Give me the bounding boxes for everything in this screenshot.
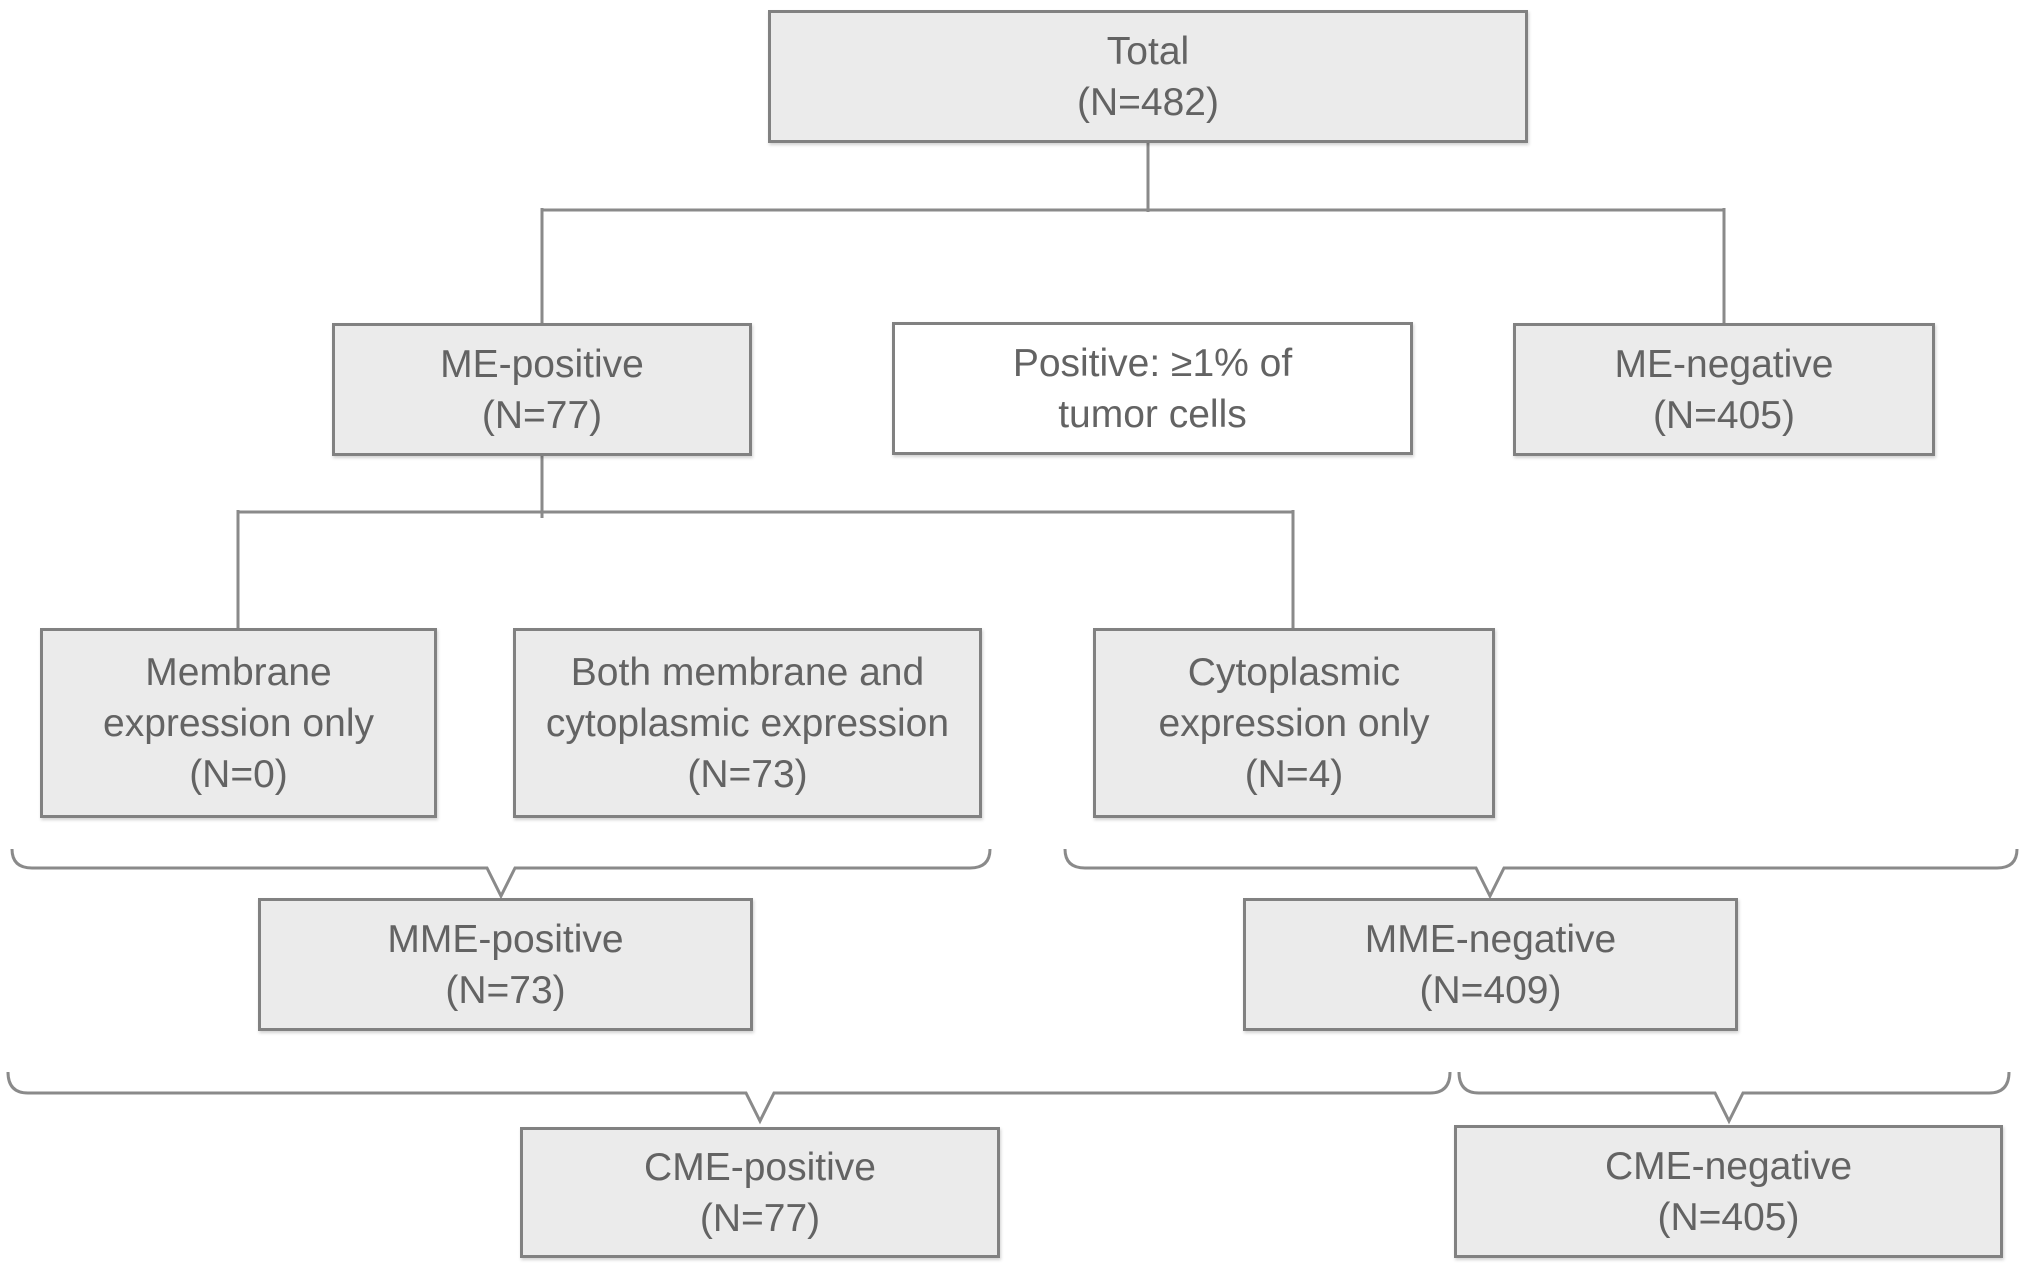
node-both-membrane-and-cytoplasmic: Both membrane and cytoplasmic expression… <box>513 628 982 818</box>
node-cme-negative: CME-negative (N=405) <box>1454 1125 2003 1258</box>
node-mme-negative: MME-negative (N=409) <box>1243 898 1738 1031</box>
node-positive-definition-note: Positive: ≥1% of tumor cells <box>892 322 1413 455</box>
node-cytoplasmic-expression-only: Cytoplasmic expression only (N=4) <box>1093 628 1495 818</box>
brace-mme-positive <box>10 848 992 900</box>
node-total: Total (N=482) <box>768 10 1528 143</box>
node-mme-positive: MME-positive (N=73) <box>258 898 753 1031</box>
node-me-positive: ME-positive (N=77) <box>332 323 752 456</box>
brace-mme-negative <box>1063 848 2019 900</box>
brace-cme-positive <box>6 1071 1452 1125</box>
node-cme-positive: CME-positive (N=77) <box>520 1127 1000 1258</box>
node-me-negative: ME-negative (N=405) <box>1513 323 1935 456</box>
brace-cme-negative <box>1457 1071 2011 1125</box>
node-membrane-expression-only: Membrane expression only (N=0) <box>40 628 437 818</box>
